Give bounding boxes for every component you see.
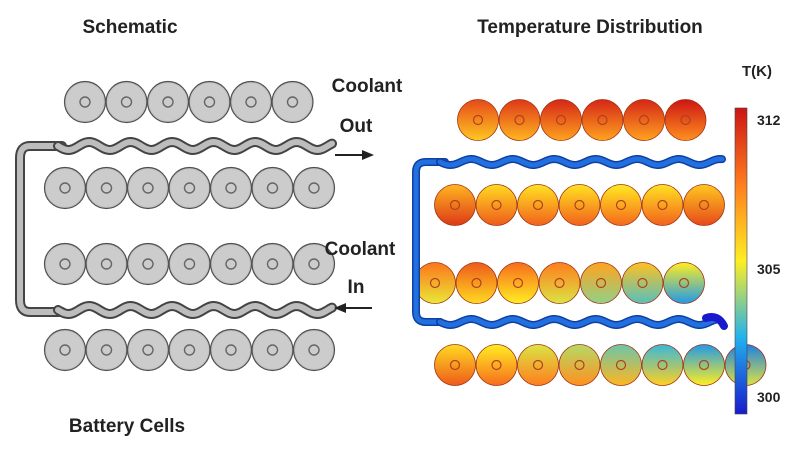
pipe-loop-heatmap	[413, 159, 448, 325]
heatmap-cell	[623, 99, 665, 141]
battery-cell	[188, 80, 231, 124]
battery-cell	[43, 328, 87, 372]
battery-cell	[251, 242, 294, 286]
pipe-loop	[17, 143, 65, 315]
heatmap-cell	[457, 99, 499, 141]
pipe-channel-1	[55, 138, 335, 154]
heatmap-cell	[497, 262, 539, 304]
battery-cell	[251, 166, 294, 210]
heatmap-cell	[581, 99, 624, 141]
heatmap-cell	[641, 184, 684, 226]
battery-cell	[292, 328, 336, 372]
coolant-out-arrow	[335, 150, 374, 160]
heatmap-cell	[498, 99, 541, 141]
temperature-title: Temperature Distribution	[477, 17, 703, 38]
heatmap-cell	[414, 262, 456, 304]
heatmap-cell	[538, 262, 581, 304]
heatmap-cell	[663, 262, 705, 304]
battery-cell	[105, 80, 148, 124]
temperature-panel: Temperature Distribution T(K) 312 305 30…	[412, 17, 781, 415]
colorbar-tick-min: 300	[757, 389, 781, 405]
colorbar-title: T(K)	[742, 63, 772, 80]
colorbar-gradient	[734, 107, 748, 415]
heatmap-cell	[540, 99, 582, 141]
pipe-channel-2	[55, 302, 335, 318]
schematic-cells	[43, 80, 336, 372]
battery-cell	[209, 328, 253, 372]
battery-cell	[271, 80, 314, 124]
battery-cell	[168, 166, 211, 210]
colorbar-tick-mid: 305	[757, 261, 781, 277]
heatmap-cell	[517, 344, 559, 386]
schematic-panel: Schematic Coolant Out Coolant In Battery…	[15, 17, 403, 437]
heatmap-cell	[683, 184, 725, 226]
heatmap-cell	[683, 344, 725, 386]
battery-cell	[292, 242, 336, 286]
pipe-bottom-channel-heatmap	[437, 316, 721, 328]
battery-cell	[43, 166, 87, 210]
pipe-inlet-heatmap	[702, 313, 728, 330]
colorbar-tick-max: 312	[757, 112, 781, 128]
heatmap-cell	[558, 344, 601, 386]
coolant-pipe	[15, 136, 337, 320]
battery-cell	[126, 242, 170, 286]
battery-cell	[168, 242, 211, 286]
coolant-in-label-line2: In	[348, 277, 365, 298]
heatmap-cell	[434, 344, 476, 386]
heatmap-cell	[641, 344, 684, 386]
heatmap-cell	[517, 184, 559, 226]
coolant-out-label-line2: Out	[340, 116, 373, 137]
coolant-pipe-heatmap	[412, 155, 728, 330]
heatmap-cells	[414, 99, 767, 386]
heatmap-cell	[434, 184, 476, 226]
battery-cell	[126, 166, 170, 210]
battery-cell	[229, 80, 273, 124]
battery-cell	[85, 166, 128, 210]
schematic-title: Schematic	[82, 17, 177, 38]
heatmap-cell	[475, 184, 518, 226]
battery-cell	[63, 80, 107, 124]
battery-cell	[126, 328, 170, 372]
battery-cell	[85, 242, 128, 286]
coolant-in-arrow	[334, 303, 372, 313]
heatmap-cell	[475, 344, 518, 386]
heatmap-cell	[455, 262, 498, 304]
battery-cell	[168, 328, 211, 372]
battery-cell	[85, 328, 128, 372]
pipe-top-channel-heatmap	[437, 156, 725, 168]
colorbar: T(K) 312 305 300	[734, 63, 781, 415]
battery-cell	[209, 166, 253, 210]
coolant-out-label-line1: Coolant	[332, 76, 403, 97]
heatmap-cell	[558, 184, 601, 226]
battery-cell	[292, 166, 336, 210]
battery-cell	[146, 80, 190, 124]
battery-cell	[251, 328, 294, 372]
coolant-in-label-line1: Coolant	[325, 239, 396, 260]
battery-cell	[43, 242, 87, 286]
battery-cells-caption: Battery Cells	[69, 416, 185, 437]
heatmap-cell	[600, 184, 642, 226]
heatmap-cell	[580, 262, 622, 304]
heatmap-cell	[600, 344, 642, 386]
heatmap-cell	[621, 262, 664, 304]
heatmap-cell	[664, 99, 707, 141]
battery-cell	[209, 242, 253, 286]
